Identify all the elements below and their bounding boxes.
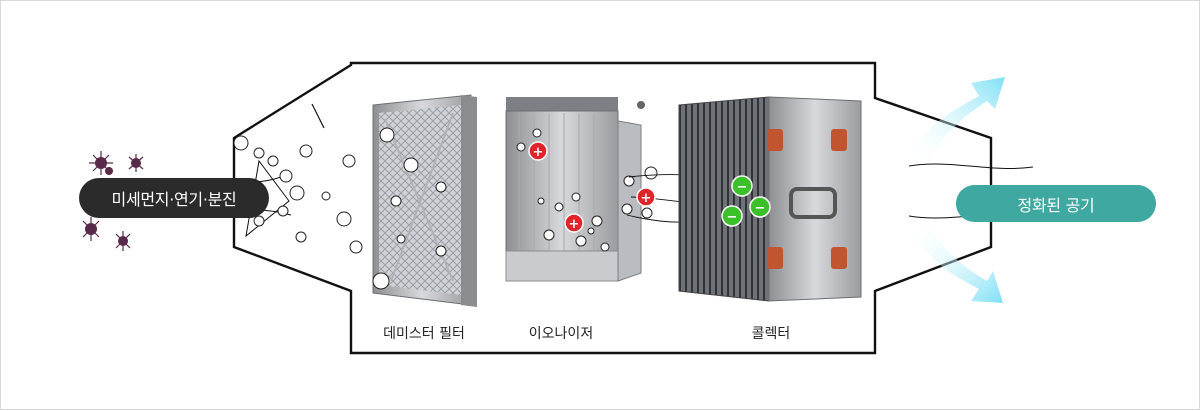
negative-ion [721,205,743,227]
negative-ions [721,175,771,227]
positive-ion [636,187,656,207]
input-label-pill: 미세먼지·연기·분진 [79,178,269,218]
stage-label-ionizer: 이오나이저 [528,326,594,342]
negative-ion [749,196,771,218]
ionizer [505,97,762,282]
positive-ion [528,141,548,161]
positive-ion [564,213,584,233]
positive-sign: + [569,217,580,232]
dust-particle-spikes [82,151,144,251]
output-label-pill: 정화된 공기 [956,185,1156,222]
stage-label-demister: 데미스터 필터 [383,326,465,342]
positive-sign: + [641,191,652,206]
demister-filter [372,94,477,307]
negative-sign: − [727,210,738,225]
housing-outline [232,61,993,355]
positive-ions [528,141,656,233]
particle-puffs [233,135,363,254]
stage-label-collector: 콜렉터 [751,326,791,342]
positive-sign: + [533,145,544,160]
negative-sign: − [737,180,748,195]
negative-sign: − [755,201,766,216]
negative-ion [731,175,753,197]
collector [678,96,862,302]
inlet-mark [311,103,325,129]
